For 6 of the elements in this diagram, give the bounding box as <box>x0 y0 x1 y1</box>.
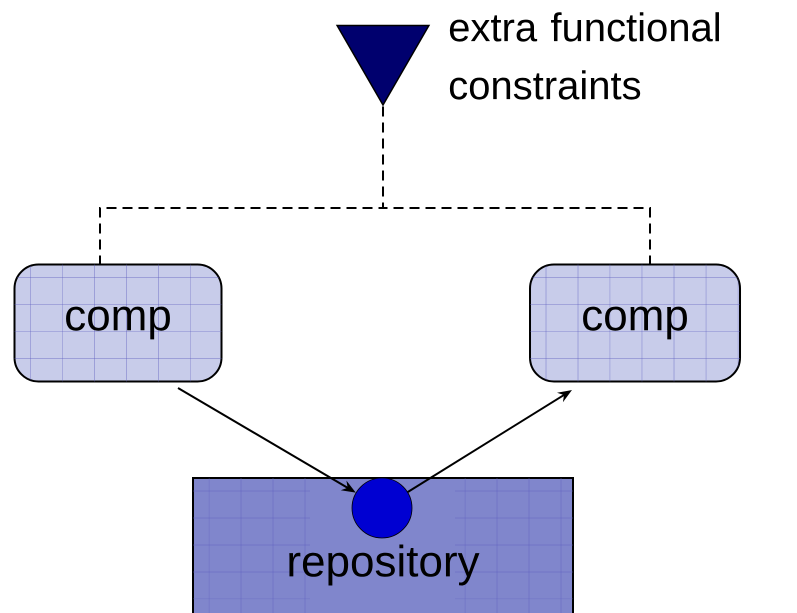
dashed-line <box>382 106 651 264</box>
connector-circle <box>352 478 412 538</box>
component-box: comp <box>14 264 222 382</box>
repository-box: repository <box>192 477 574 613</box>
component-box: comp <box>529 264 741 382</box>
node-caption: extra functional constraints <box>450 12 719 100</box>
